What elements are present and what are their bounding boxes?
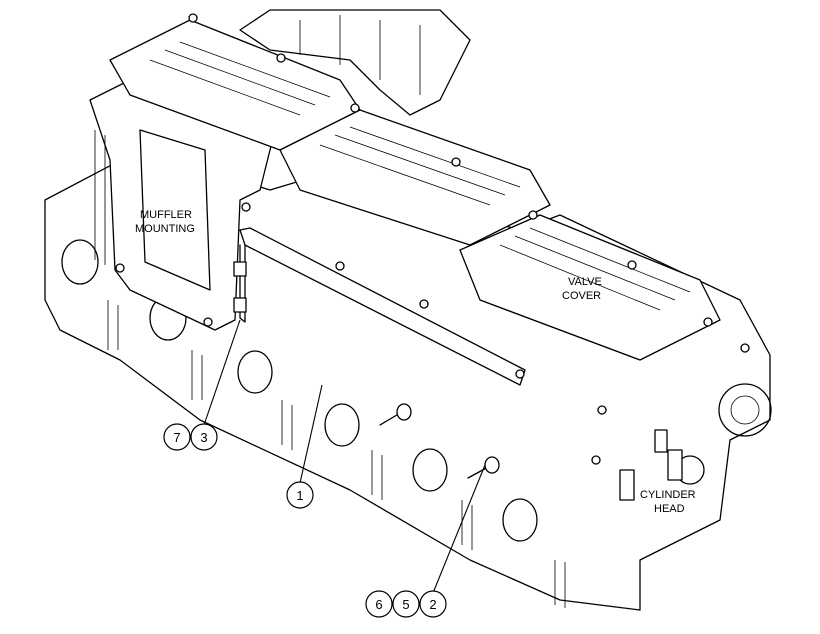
valve-cover-middle: [279, 109, 551, 246]
lower-studs: [107, 300, 566, 608]
leader-lines: [203, 319, 486, 594]
valve-cover-label-2: COVER: [562, 290, 601, 302]
plate-end: [239, 244, 246, 323]
cylinder-head-label-1: CYLINDER: [640, 489, 696, 501]
muffler-side-ribs: [94, 130, 106, 265]
svg-text:5: 5: [402, 597, 409, 612]
callout-6: 6: [365, 590, 393, 618]
bracket-bolts: [233, 261, 247, 313]
injector-studs: [619, 429, 683, 501]
callout-5: 5: [392, 590, 420, 618]
callout-3: 3: [190, 423, 218, 451]
head-end-circles: [675, 383, 772, 485]
svg-text:1: 1: [296, 488, 303, 503]
callout-7: 7: [163, 423, 191, 451]
muffler-mounting-label-2: MOUNTING: [135, 223, 195, 235]
svg-text:6: 6: [375, 597, 382, 612]
manifold-studs: [379, 403, 500, 479]
callout-1: 1: [286, 481, 314, 509]
svg-text:2: 2: [429, 597, 436, 612]
intake-manifold: [239, 9, 471, 116]
manifold-ribs: [299, 15, 421, 95]
muffler-mounting-label-1: MUFFLER: [140, 209, 192, 221]
svg-text:7: 7: [173, 430, 180, 445]
svg-text:3: 3: [200, 430, 207, 445]
muffler-bracket-inner: [139, 129, 211, 291]
valve-cover-label-1: VALVE: [568, 276, 602, 288]
valve-cover-rear: [459, 214, 721, 361]
cylinder-head-label-2: HEAD: [654, 503, 685, 515]
cover-bolts: [115, 13, 750, 465]
callout-2: 2: [419, 590, 447, 618]
